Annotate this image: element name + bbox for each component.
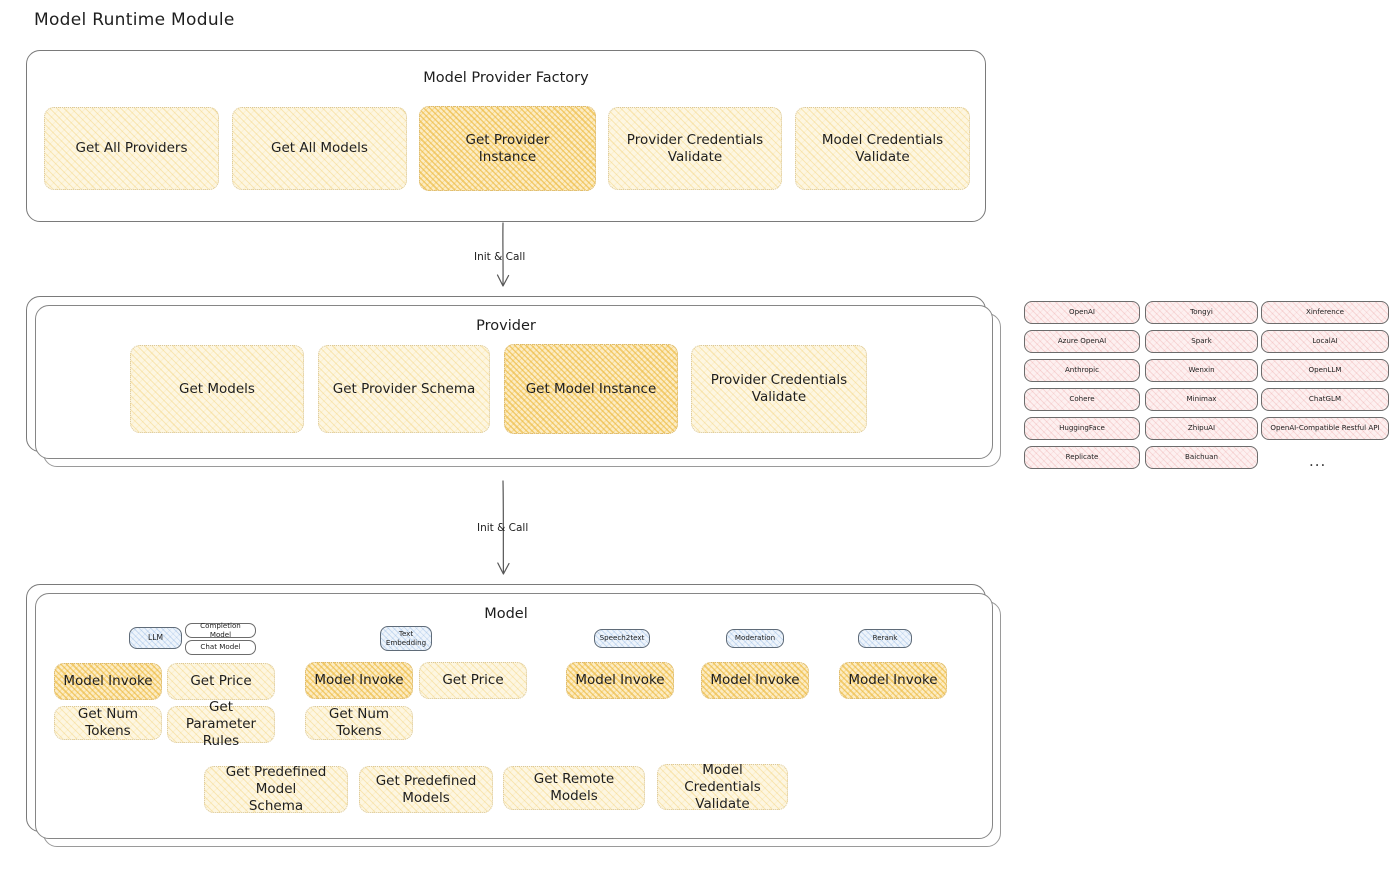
node-llm-get-parameter-rules[interactable]: Get Parameter Rules [167, 699, 275, 749]
provider-chip-openllm[interactable]: OpenLLM [1261, 359, 1389, 382]
provider-chip-replicate[interactable]: Replicate [1024, 446, 1140, 469]
node-get-model-instance[interactable]: Get Model Instance [504, 344, 678, 434]
provider-chip-cohere[interactable]: Cohere [1024, 388, 1140, 411]
arrow-factory-to-provider [496, 222, 510, 287]
provider-chip-tongyi[interactable]: Tongyi [1145, 301, 1258, 324]
provider-chip-spark[interactable]: Spark [1145, 330, 1258, 353]
node-llm-get-price[interactable]: Get Price [167, 663, 275, 700]
arrow-label-init-call-1: Init & Call [474, 251, 526, 263]
provider-chip-openai[interactable]: OpenAI [1024, 301, 1140, 324]
node-model-credentials-validate[interactable]: Model Credentials Validate [795, 107, 970, 190]
provider-chip-azure-openai[interactable]: Azure OpenAI [1024, 330, 1140, 353]
provider-title: Provider [476, 318, 536, 334]
node-get-provider-instance[interactable]: Get Provider Instance [419, 106, 596, 191]
provider-chip-openai-compatible-restful-api[interactable]: OpenAI-Compatible Restful API [1261, 417, 1389, 440]
provider-chip-xinference[interactable]: Xinference [1261, 301, 1389, 324]
provider-chip-baichuan[interactable]: Baichuan [1145, 446, 1258, 469]
node-rerank-model-invoke[interactable]: Model Invoke [839, 662, 947, 699]
provider-chip-anthropic[interactable]: Anthropic [1024, 359, 1140, 382]
node-get-provider-schema[interactable]: Get Provider Schema [318, 345, 490, 433]
node-get-predefined-models[interactable]: Get Predefined Models [359, 766, 493, 813]
provider-chip-zhipuai[interactable]: ZhipuAI [1145, 417, 1258, 440]
node-speech2text-model-invoke[interactable]: Model Invoke [566, 662, 674, 699]
node-embedding-model-invoke[interactable]: Model Invoke [305, 662, 413, 699]
provider-chip-huggingface[interactable]: HuggingFace [1024, 417, 1140, 440]
model-type-text-embedding[interactable]: Text Embedding [380, 626, 432, 651]
provider-list-ellipsis: ... [1309, 452, 1327, 470]
model-subtype-chat-model[interactable]: Chat Model [185, 640, 256, 655]
page-title: Model Runtime Module [34, 10, 235, 30]
node-embedding-get-price[interactable]: Get Price [419, 662, 527, 699]
node-get-predefined-model-schema[interactable]: Get Predefined Model Schema [204, 764, 348, 814]
node-model-credentials-validate-2[interactable]: Model Credentials Validate [657, 762, 788, 812]
model-provider-factory-title: Model Provider Factory [423, 70, 589, 86]
model-type-rerank[interactable]: Rerank [858, 629, 912, 648]
model-subtype-completion-model[interactable]: Completion Model [185, 621, 256, 638]
node-embedding-get-num-tokens[interactable]: Get Num Tokens [305, 706, 413, 740]
model-type-llm[interactable]: LLM [129, 627, 182, 649]
arrow-provider-to-model [497, 480, 510, 575]
provider-chip-chatglm[interactable]: ChatGLM [1261, 388, 1389, 411]
node-provider-credentials-validate-2[interactable]: Provider Credentials Validate [691, 345, 867, 433]
node-get-all-models[interactable]: Get All Models [232, 107, 407, 190]
node-get-remote-models[interactable]: Get Remote Models [503, 766, 645, 810]
provider-chip-minimax[interactable]: Minimax [1145, 388, 1258, 411]
node-llm-get-num-tokens[interactable]: Get Num Tokens [54, 706, 162, 740]
node-llm-model-invoke[interactable]: Model Invoke [54, 663, 162, 700]
provider-chip-wenxin[interactable]: Wenxin [1145, 359, 1258, 382]
node-provider-credentials-validate[interactable]: Provider Credentials Validate [608, 107, 782, 190]
model-type-moderation[interactable]: Moderation [726, 629, 784, 648]
provider-chip-localai[interactable]: LocalAI [1261, 330, 1389, 353]
node-get-all-providers[interactable]: Get All Providers [44, 107, 219, 190]
arrow-label-init-call-2: Init & Call [477, 522, 529, 534]
node-moderation-model-invoke[interactable]: Model Invoke [701, 662, 809, 699]
node-get-models[interactable]: Get Models [130, 345, 304, 433]
model-title: Model [484, 606, 528, 622]
model-type-speech2text[interactable]: Speech2text [594, 629, 650, 648]
